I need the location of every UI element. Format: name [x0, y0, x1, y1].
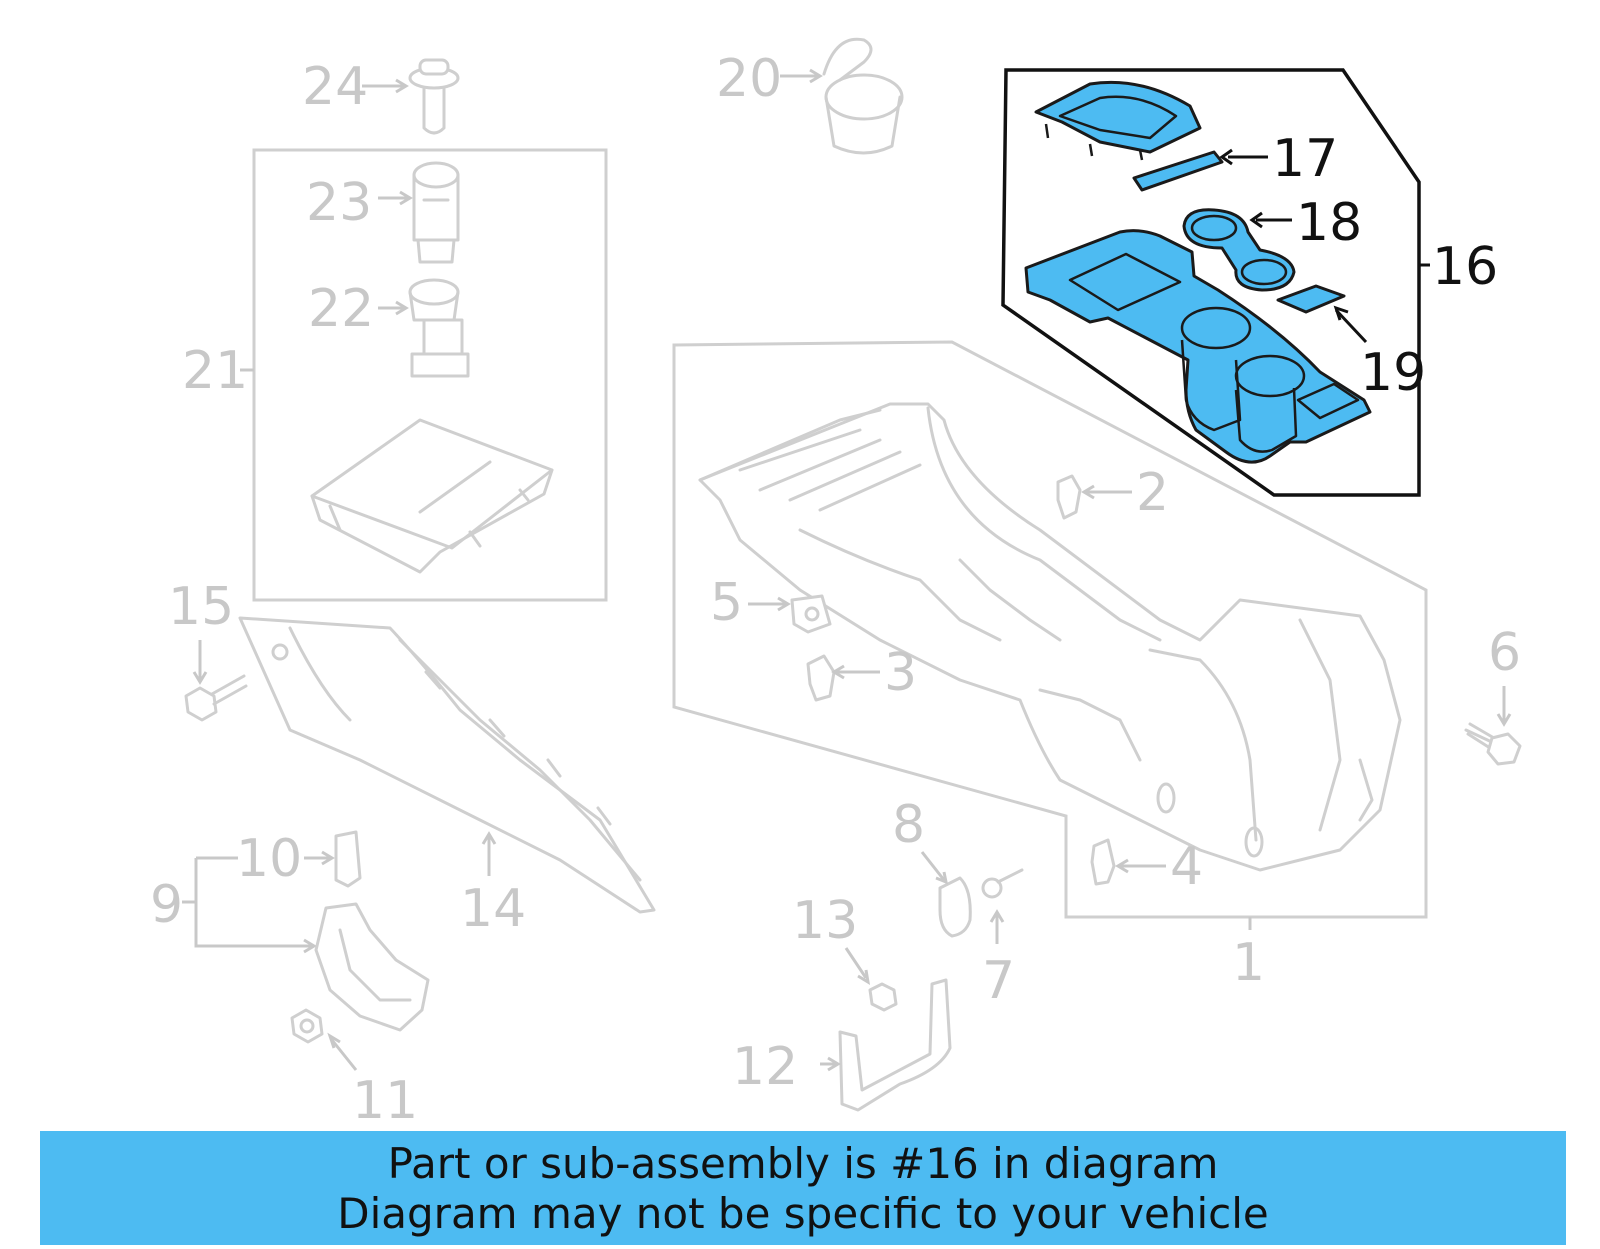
part-19-pad[interactable]: [1276, 284, 1346, 314]
part-17-bezel[interactable]: [1034, 80, 1202, 161]
callout-16[interactable]: 16: [1432, 237, 1498, 297]
part-21-lid[interactable]: [310, 418, 554, 574]
part-11-nut[interactable]: [290, 1008, 324, 1044]
part-1-console-body[interactable]: [698, 402, 1402, 872]
callout-13[interactable]: 13: [792, 891, 858, 951]
part-4-clip[interactable]: [1090, 838, 1116, 886]
callout-24[interactable]: 24: [302, 57, 368, 117]
callout-9[interactable]: 9: [150, 875, 183, 935]
callout-1[interactable]: 1: [1232, 933, 1265, 993]
callout-17[interactable]: 17: [1272, 129, 1338, 189]
group-21-box: [252, 148, 608, 602]
part-15-screw[interactable]: [184, 674, 248, 722]
group-1-box: [672, 340, 1428, 919]
info-banner: Part or sub-assembly is #16 in diagram D…: [40, 1131, 1566, 1245]
callout-6[interactable]: 6: [1488, 623, 1521, 683]
callout-2[interactable]: 2: [1136, 463, 1169, 523]
part-18-cup-mat[interactable]: [1182, 208, 1296, 292]
callout-19[interactable]: 19: [1360, 343, 1426, 403]
callout-23[interactable]: 23: [306, 173, 372, 233]
callout-8[interactable]: 8: [892, 795, 925, 855]
part-16-console-tray[interactable]: [1024, 229, 1372, 464]
callout-14[interactable]: 14: [460, 879, 526, 939]
callout-5[interactable]: 5: [710, 573, 743, 633]
callout-3[interactable]: 3: [884, 643, 917, 703]
part-8-cap[interactable]: [938, 876, 972, 938]
part-22-outlet[interactable]: [408, 278, 470, 378]
part-6-screw[interactable]: [1464, 722, 1522, 766]
part-13-nut[interactable]: [868, 982, 898, 1012]
callout-18[interactable]: 18: [1296, 193, 1362, 253]
part-5-nut[interactable]: [790, 594, 832, 634]
callout-15[interactable]: 15: [168, 577, 234, 637]
callout-11[interactable]: 11: [352, 1071, 418, 1131]
part-9-bracket[interactable]: [314, 902, 430, 1032]
part-24-push-pin[interactable]: [408, 58, 460, 135]
callout-21[interactable]: 21: [182, 341, 248, 401]
part-7-pin[interactable]: [981, 868, 1024, 899]
part-2-clip[interactable]: [1056, 474, 1082, 520]
part-12-bracket[interactable]: [838, 978, 952, 1112]
callout-12[interactable]: 12: [732, 1037, 798, 1097]
banner-line-1: Part or sub-assembly is #16 in diagram: [387, 1139, 1219, 1188]
part-20-cup[interactable]: [822, 37, 904, 155]
part-14-side-panel[interactable]: [238, 616, 656, 914]
part-23-socket[interactable]: [412, 161, 460, 264]
callout-20[interactable]: 20: [716, 49, 782, 109]
part-10-clip[interactable]: [334, 830, 362, 888]
part-3-clip[interactable]: [806, 654, 836, 702]
callout-7[interactable]: 7: [982, 951, 1015, 1011]
part-17-trim-strip[interactable]: [1132, 150, 1224, 192]
group-16-box: [1001, 68, 1421, 497]
callout-10[interactable]: 10: [236, 829, 302, 889]
callout-22[interactable]: 22: [308, 279, 374, 339]
callout-4[interactable]: 4: [1170, 837, 1203, 897]
banner-line-2: Diagram may not be specific to your vehi…: [337, 1189, 1269, 1238]
